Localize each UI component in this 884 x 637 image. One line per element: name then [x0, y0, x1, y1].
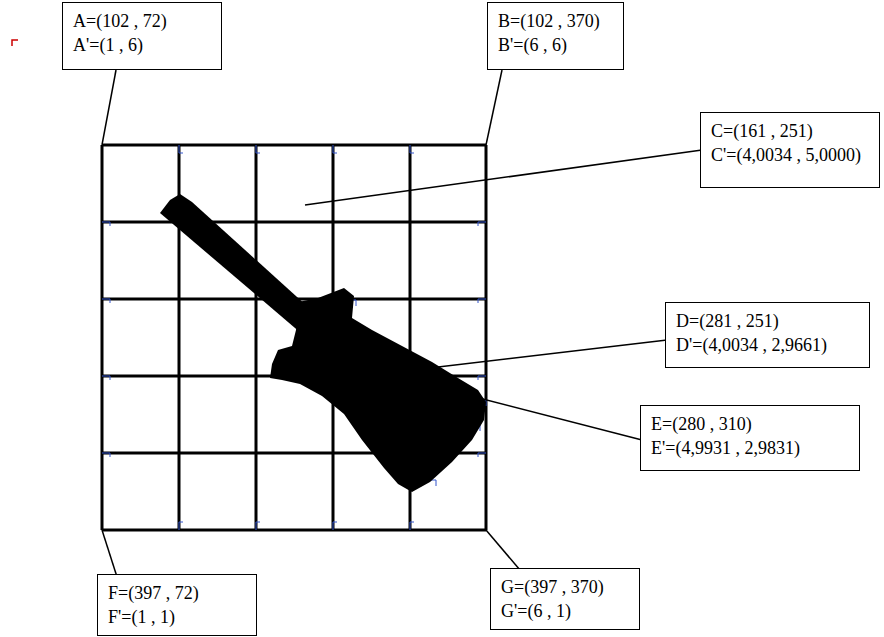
coordinate-text: G=(397 , 370): [501, 575, 629, 599]
leader-lines: [102, 70, 702, 580]
coordinate-text: G'=(6 , 1): [501, 599, 629, 623]
coordinate-text: C'=(4,0034 , 5,0000): [711, 143, 869, 167]
callout-box: E=(280 , 310)E'=(4,9931 , 2,9831): [640, 405, 860, 471]
coordinate-text: D=(281 , 251): [676, 309, 859, 333]
coordinate-text: B=(102 , 370): [498, 9, 613, 33]
coordinate-text: E=(280 , 310): [651, 412, 849, 436]
coordinate-text: E'=(4,9931 , 2,9831): [651, 436, 849, 460]
coordinate-text: C=(161 , 251): [711, 119, 869, 143]
callout-box: D=(281 , 251)D'=(4,0034 , 2,9661): [665, 302, 870, 368]
tick-marks: [102, 145, 486, 530]
guitar-silhouette: [160, 194, 486, 492]
coordinate-text: B'=(6 , 6): [498, 33, 613, 57]
coordinate-text: F=(397 , 72): [108, 581, 246, 605]
coordinate-text: F'=(1 , 1): [108, 605, 246, 629]
coordinate-text: A'=(1 , 6): [73, 33, 211, 57]
grid: [102, 145, 486, 530]
callout-box: F=(397 , 72)F'=(1 , 1): [97, 574, 257, 636]
coordinate-text: D'=(4,0034 , 2,9661): [676, 333, 859, 357]
coordinate-text: A=(102 , 72): [73, 9, 211, 33]
corner-mark: [12, 40, 18, 46]
callout-box: A=(102 , 72)A'=(1 , 6): [62, 2, 222, 70]
callout-box: G=(397 , 370)G'=(6 , 1): [490, 568, 640, 630]
callout-box: C=(161 , 251)C'=(4,0034 , 5,0000): [700, 112, 880, 188]
callout-box: B=(102 , 370)B'=(6 , 6): [487, 2, 624, 70]
